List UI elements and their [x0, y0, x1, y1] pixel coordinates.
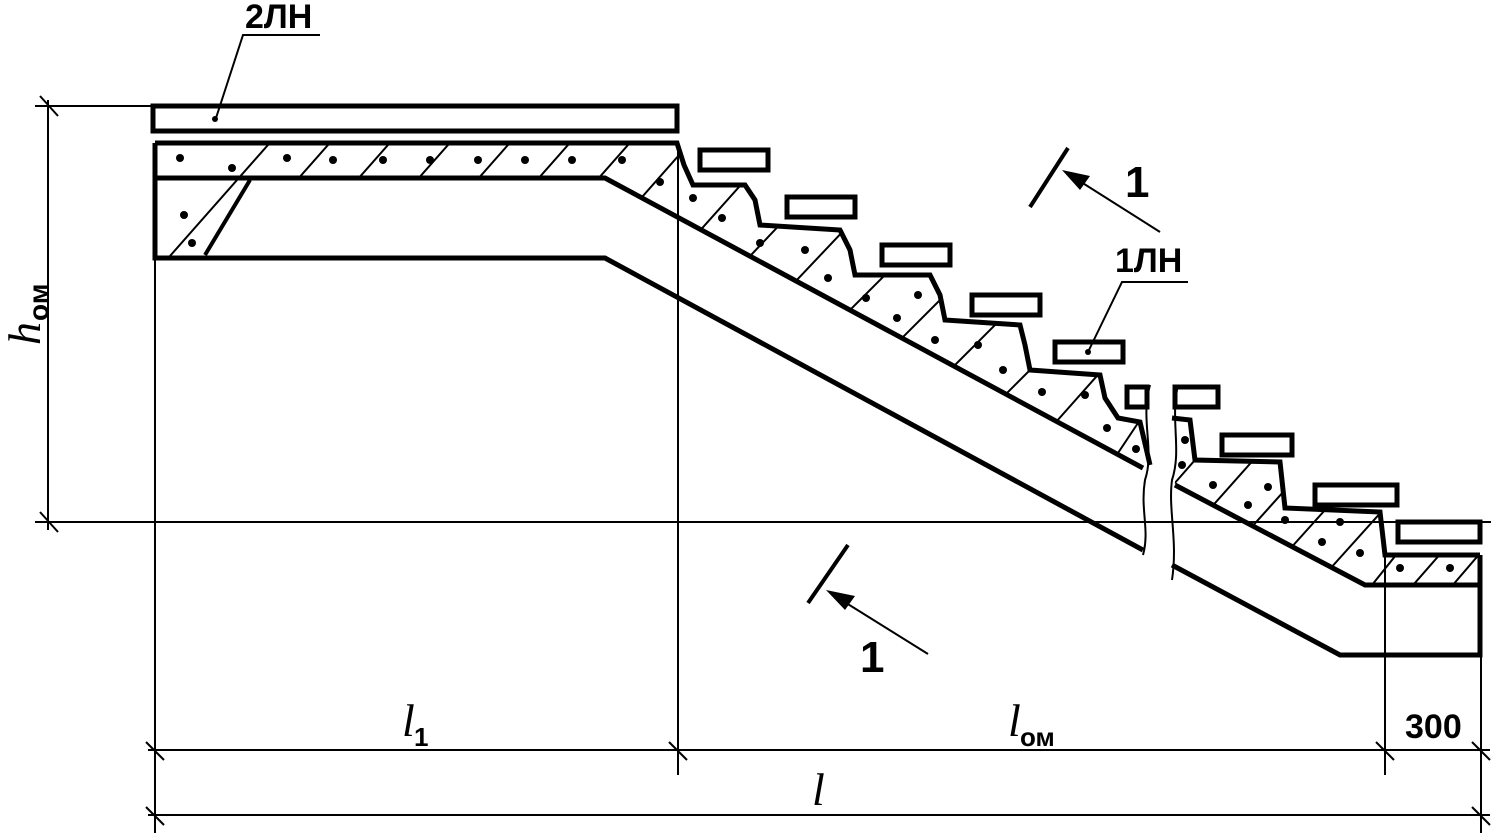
label-2ln: 2ЛН [245, 0, 312, 36]
svg-text:ом: ом [23, 284, 54, 321]
leader-1ln [1087, 281, 1188, 353]
aggregate-marks [176, 154, 1454, 572]
label-height: h ом [0, 284, 54, 345]
concrete-outline-upper [155, 140, 1153, 466]
break-line-left [1142, 384, 1151, 556]
landing-slab-2ln [150, 103, 680, 134]
section-marker-top [1028, 146, 1161, 233]
label-l1-sub: 1 [414, 722, 428, 752]
section-marker-bottom [806, 543, 929, 655]
label-section-top: 1 [1125, 158, 1149, 207]
dimension-height [35, 95, 1491, 533]
label-300: 300 [1405, 708, 1462, 746]
concrete-outline-lower [1171, 415, 1480, 558]
leader-2ln [215, 34, 320, 119]
label-1ln: 1ЛН [1115, 242, 1182, 280]
break-line-right [1170, 384, 1179, 581]
svg-text:h: h [0, 322, 50, 345]
dimension-lengths [145, 741, 1491, 826]
label-lom-sub: ом [1020, 722, 1055, 752]
label-l-total: l [812, 764, 825, 815]
label-lom: l [1008, 695, 1021, 746]
label-l1: l [402, 695, 415, 746]
tread-slabs [697, 147, 1483, 545]
label-section-bottom: 1 [860, 633, 884, 682]
